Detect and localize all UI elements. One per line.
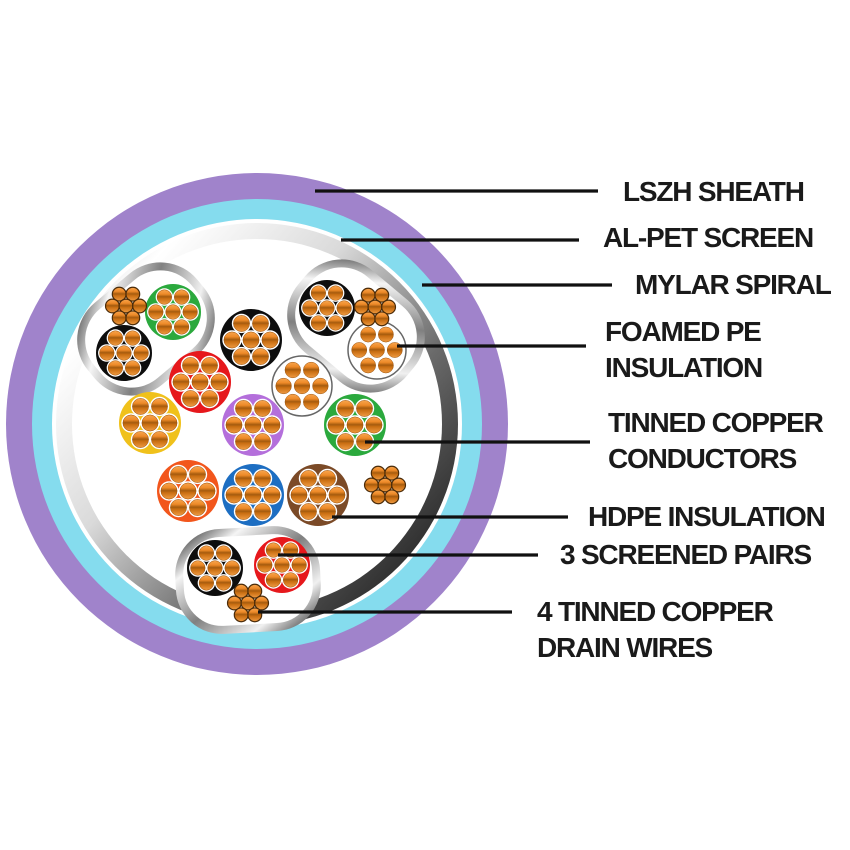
- conductor-brown: [287, 464, 349, 526]
- conductor-blue: [222, 464, 284, 526]
- conductor-violet: [222, 394, 284, 456]
- conductor-pair1-green: [145, 284, 201, 340]
- conductor-yellow: [119, 392, 181, 454]
- label-text: 3 SCREENED PAIRS: [560, 539, 812, 570]
- label-tinned-copper-conductors: TINNED COPPER CONDUCTORS: [608, 405, 824, 477]
- label-lszh-sheath: LSZH SHEATH: [623, 174, 805, 210]
- label-text: DRAIN WIRES: [537, 632, 713, 663]
- label-3-screened-pairs: 3 SCREENED PAIRS: [560, 537, 812, 573]
- label-foamed-pe-insulation: FOAMED PE INSULATION: [605, 314, 763, 386]
- conductor-pair1-black: [96, 325, 152, 381]
- conductor-foamed-pe: [271, 355, 333, 417]
- conductor-black: [220, 309, 282, 371]
- label-text: MYLAR SPIRAL: [635, 269, 832, 300]
- conductor-green: [324, 394, 386, 456]
- label-text: INSULATION: [605, 352, 763, 383]
- conductor-pair3-red: [254, 537, 310, 593]
- free-drain-wires: [363, 465, 407, 505]
- conductor-orange: [157, 460, 219, 522]
- label-text: AL-PET SCREEN: [603, 222, 814, 253]
- label-text: HDPE INSULATION: [588, 501, 826, 532]
- label-text: CONDUCTORS: [608, 443, 797, 474]
- label-hdpe-insulation: HDPE INSULATION: [588, 499, 826, 535]
- label-text: FOAMED PE: [605, 316, 762, 347]
- label-mylar-spiral: MYLAR SPIRAL: [635, 267, 832, 303]
- label-4-tinned-copper-drain-wires: 4 TINNED COPPER DRAIN WIRES: [537, 594, 774, 666]
- pair2-drain-wires: [353, 287, 397, 327]
- label-text: LSZH SHEATH: [623, 176, 805, 207]
- conductor-red: [169, 351, 231, 413]
- label-al-pet-screen: AL-PET SCREEN: [603, 220, 814, 256]
- pair1-drain-wires: [104, 286, 148, 326]
- label-text: TINNED COPPER: [608, 407, 824, 438]
- label-text: 4 TINNED COPPER: [537, 596, 774, 627]
- conductor-pair3-black: [187, 540, 243, 596]
- pair3-drain-wires: [226, 583, 270, 623]
- conductor-pair2-foamed-pe: [347, 320, 407, 380]
- conductor-pair2-black: [299, 280, 355, 336]
